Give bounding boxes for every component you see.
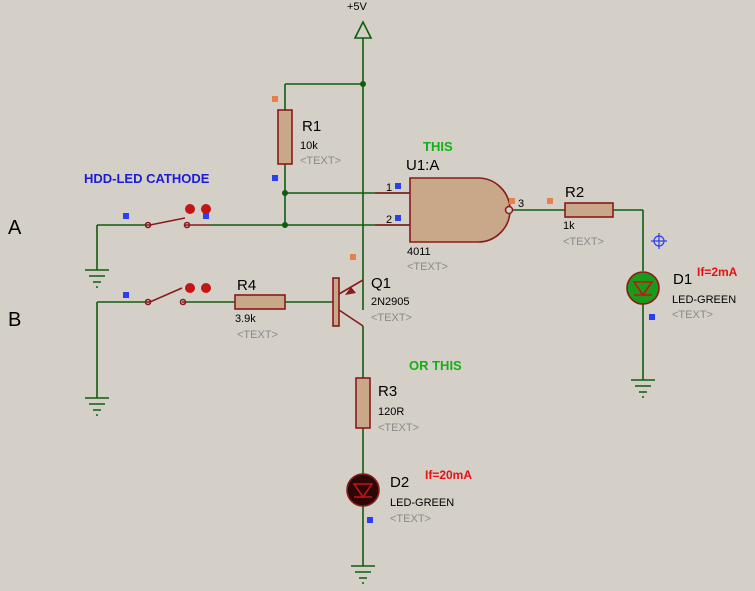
supply-label: +5V (347, 1, 368, 13)
d1-text: <TEXT> (672, 309, 713, 321)
r2-ref: R2 (565, 184, 584, 201)
r1-text: <TEXT> (300, 155, 341, 167)
u1-pin2-label: 2 (386, 214, 392, 226)
switch-b[interactable] (144, 283, 211, 306)
ground-symbol-d2[interactable] (351, 565, 375, 584)
d2-ref: D2 (390, 474, 409, 491)
hdd-note: HDD-LED CATHODE (84, 171, 210, 186)
input-a-label: A (8, 217, 22, 239)
d2-text: <TEXT> (390, 513, 431, 525)
resistor-r2[interactable]: R2 1k <TEXT> (563, 184, 614, 248)
r3-value: 120R (378, 406, 404, 418)
wires (96, 38, 644, 566)
u1-pin1-label: 1 (386, 182, 392, 194)
transistor-q1[interactable]: Q1 2N2905 <TEXT> (332, 275, 412, 327)
r2-text: <TEXT> (563, 236, 604, 248)
power-terminal-5v[interactable]: +5V (347, 1, 373, 39)
u1-ref: U1:A (406, 157, 439, 174)
led-d1[interactable]: D1 LED-GREEN <TEXT> (626, 271, 736, 321)
d1-current-note: If=2mA (697, 265, 738, 279)
r1-value: 10k (300, 140, 318, 152)
switch-a-button-icon[interactable] (185, 204, 195, 214)
ground-symbol-b[interactable] (85, 397, 109, 416)
resistor-r1[interactable]: R1 10k <TEXT> (277, 109, 341, 167)
r3-text: <TEXT> (378, 422, 419, 434)
switch-a-button-icon[interactable] (201, 204, 211, 214)
r1-ref: R1 (302, 118, 321, 135)
d2-part: LED-GREEN (390, 497, 454, 509)
u1-pin3-label: 3 (518, 198, 524, 210)
pin-markers (123, 96, 655, 523)
crosshair-icon[interactable] (651, 233, 667, 249)
ground-symbol-d1[interactable] (631, 379, 655, 398)
ground-symbol-a[interactable] (85, 269, 109, 288)
r4-text: <TEXT> (237, 329, 278, 341)
switch-a[interactable] (144, 204, 211, 229)
r4-ref: R4 (237, 277, 256, 294)
u1-text: <TEXT> (407, 261, 448, 273)
input-b-label: B (8, 309, 21, 331)
q1-ref: Q1 (371, 275, 391, 292)
q1-part: 2N2905 (371, 296, 410, 308)
q1-text: <TEXT> (371, 312, 412, 324)
r3-ref: R3 (378, 383, 397, 400)
d2-current-note: If=20mA (425, 468, 472, 482)
u1-part: 4011 (407, 246, 431, 258)
or-this-note: OR THIS (409, 358, 462, 373)
resistor-r4[interactable]: R4 3.9k <TEXT> (234, 277, 286, 341)
led-d2[interactable]: D2 LED-GREEN <TEXT> (346, 473, 454, 525)
resistor-r3[interactable]: R3 120R <TEXT> (355, 377, 419, 434)
this-note: THIS (423, 139, 453, 154)
r2-value: 1k (563, 220, 575, 232)
switch-b-button-icon[interactable] (185, 283, 195, 293)
annotations: A B HDD-LED CATHODE THIS OR THIS If=2mA … (8, 139, 738, 482)
switch-b-button-icon[interactable] (201, 283, 211, 293)
d1-part: LED-GREEN (672, 294, 736, 306)
junction-dots (282, 81, 366, 228)
nand-gate-u1a[interactable]: U1:A 4011 <TEXT> 1 2 3 (375, 157, 524, 273)
d1-ref: D1 (673, 271, 692, 288)
r4-value: 3.9k (235, 313, 256, 325)
